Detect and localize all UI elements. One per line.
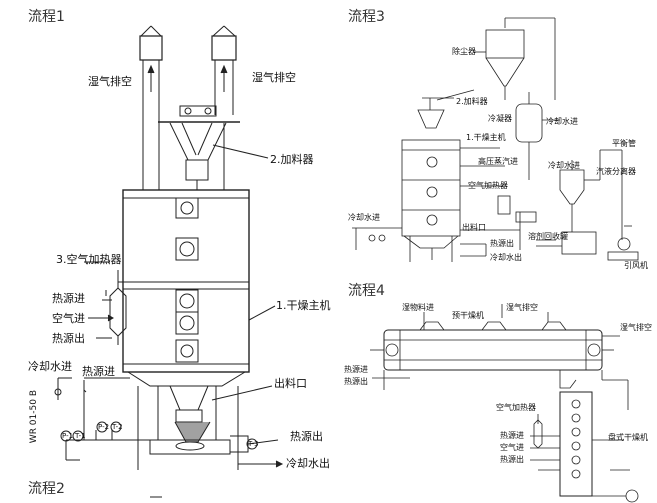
flow1-heat-out-label: 热源出 xyxy=(52,332,85,345)
flow1-heat-in-label: 热源进 xyxy=(52,292,85,305)
flow1-gauge-t1: T-1 xyxy=(75,432,86,440)
flow3-hp-steam-in-label: 高压蒸汽进 xyxy=(478,157,518,166)
flow3-fan-label: 引风机 xyxy=(624,261,648,270)
flow3-cooling-water-out-label: 冷却水出 xyxy=(490,253,522,262)
flow1-feeder-label: 2.加料器 xyxy=(270,153,314,166)
flow1-exhaust-left-label: 湿气排空 xyxy=(88,75,132,88)
flow1-gauge-p1: P-1 xyxy=(62,432,74,440)
flow4-diagram xyxy=(370,304,639,503)
flow4-exhaust-label: 湿气排空 xyxy=(506,303,538,312)
flow4-heat-in-label: 热源进 xyxy=(344,365,368,374)
flow1-model-label: WR 01-50 B xyxy=(29,390,39,444)
flow3-air-heater-label: 空气加热器 xyxy=(468,181,508,190)
flow3-diagram xyxy=(352,17,639,262)
flow3-heat-out-label: 热源出 xyxy=(490,239,514,248)
flow4-heat-out-2-label: 热源出 xyxy=(500,455,524,464)
flow4-exhaust-2-label: 湿气排空 xyxy=(620,323,652,332)
flow4-heat-out-label: 热源出 xyxy=(344,377,368,386)
flow1-cooling-water-in-label: 冷却水进 xyxy=(28,360,72,373)
flow1-air-in-label: 空气进 xyxy=(52,312,85,325)
flow4-air-in-label: 空气进 xyxy=(500,443,524,452)
flow4-air-heater-label: 空气加热器 xyxy=(496,403,536,412)
flow1-exhaust-right-label: 湿气排空 xyxy=(252,71,296,84)
flow4-wet-feed-in-label: 湿物料进 xyxy=(402,303,434,312)
flow1-discharge-label: 出料口 xyxy=(274,377,307,390)
flow1-gauge-p2: P-2 xyxy=(98,423,110,431)
flow1-heat-in-2-label: 热源进 xyxy=(82,365,115,378)
flow1-gauge-t3: T-3 xyxy=(248,440,259,448)
flow3-solvent-tank-label: 溶剂回收罐 xyxy=(528,232,568,241)
flow1-title: 流程1 xyxy=(28,9,65,25)
flow3-discharge-label: 出料口 xyxy=(462,223,486,232)
flow1-gauge-t2: T-2 xyxy=(112,423,123,431)
flow3-condenser-label: 冷凝器 xyxy=(488,114,512,123)
flow4-title: 流程4 xyxy=(348,283,385,299)
flow4-pre-dryer-label: 预干燥机 xyxy=(452,311,484,320)
flow3-cooling-water-in-label: 冷却水进 xyxy=(546,117,578,126)
flow1-heat-out-2-label: 热源出 xyxy=(290,430,323,443)
flow3-balance-pipe-label: 平衡管 xyxy=(612,139,636,148)
flow4-heat-in-2-label: 热源进 xyxy=(500,431,524,440)
flow3-cooling-water-in-3-label: 冷却水进 xyxy=(348,213,380,222)
flow1-cooling-water-out-label: 冷却水出 xyxy=(286,457,330,470)
flow3-main-dryer-label: 1.干燥主机 xyxy=(466,133,506,142)
flow3-separator-label: 汽液分离器 xyxy=(596,167,636,176)
flow3-title: 流程3 xyxy=(348,9,385,25)
flow1-diagram xyxy=(54,25,284,470)
flow3-feeder-label: 2.加料器 xyxy=(456,97,488,106)
flow3-dust-collector-label: 除尘器 xyxy=(452,47,476,56)
flow1-air-heater-label: 3.空气加热器 xyxy=(56,253,122,266)
flow3-cooling-water-in-2-label: 冷却水进 xyxy=(548,161,580,170)
flow4-disc-dryer-label: 盘式干燥机 xyxy=(608,433,648,442)
flow2-title: 流程2 xyxy=(28,481,65,497)
flow1-main-dryer-label: 1.干燥主机 xyxy=(276,299,331,312)
